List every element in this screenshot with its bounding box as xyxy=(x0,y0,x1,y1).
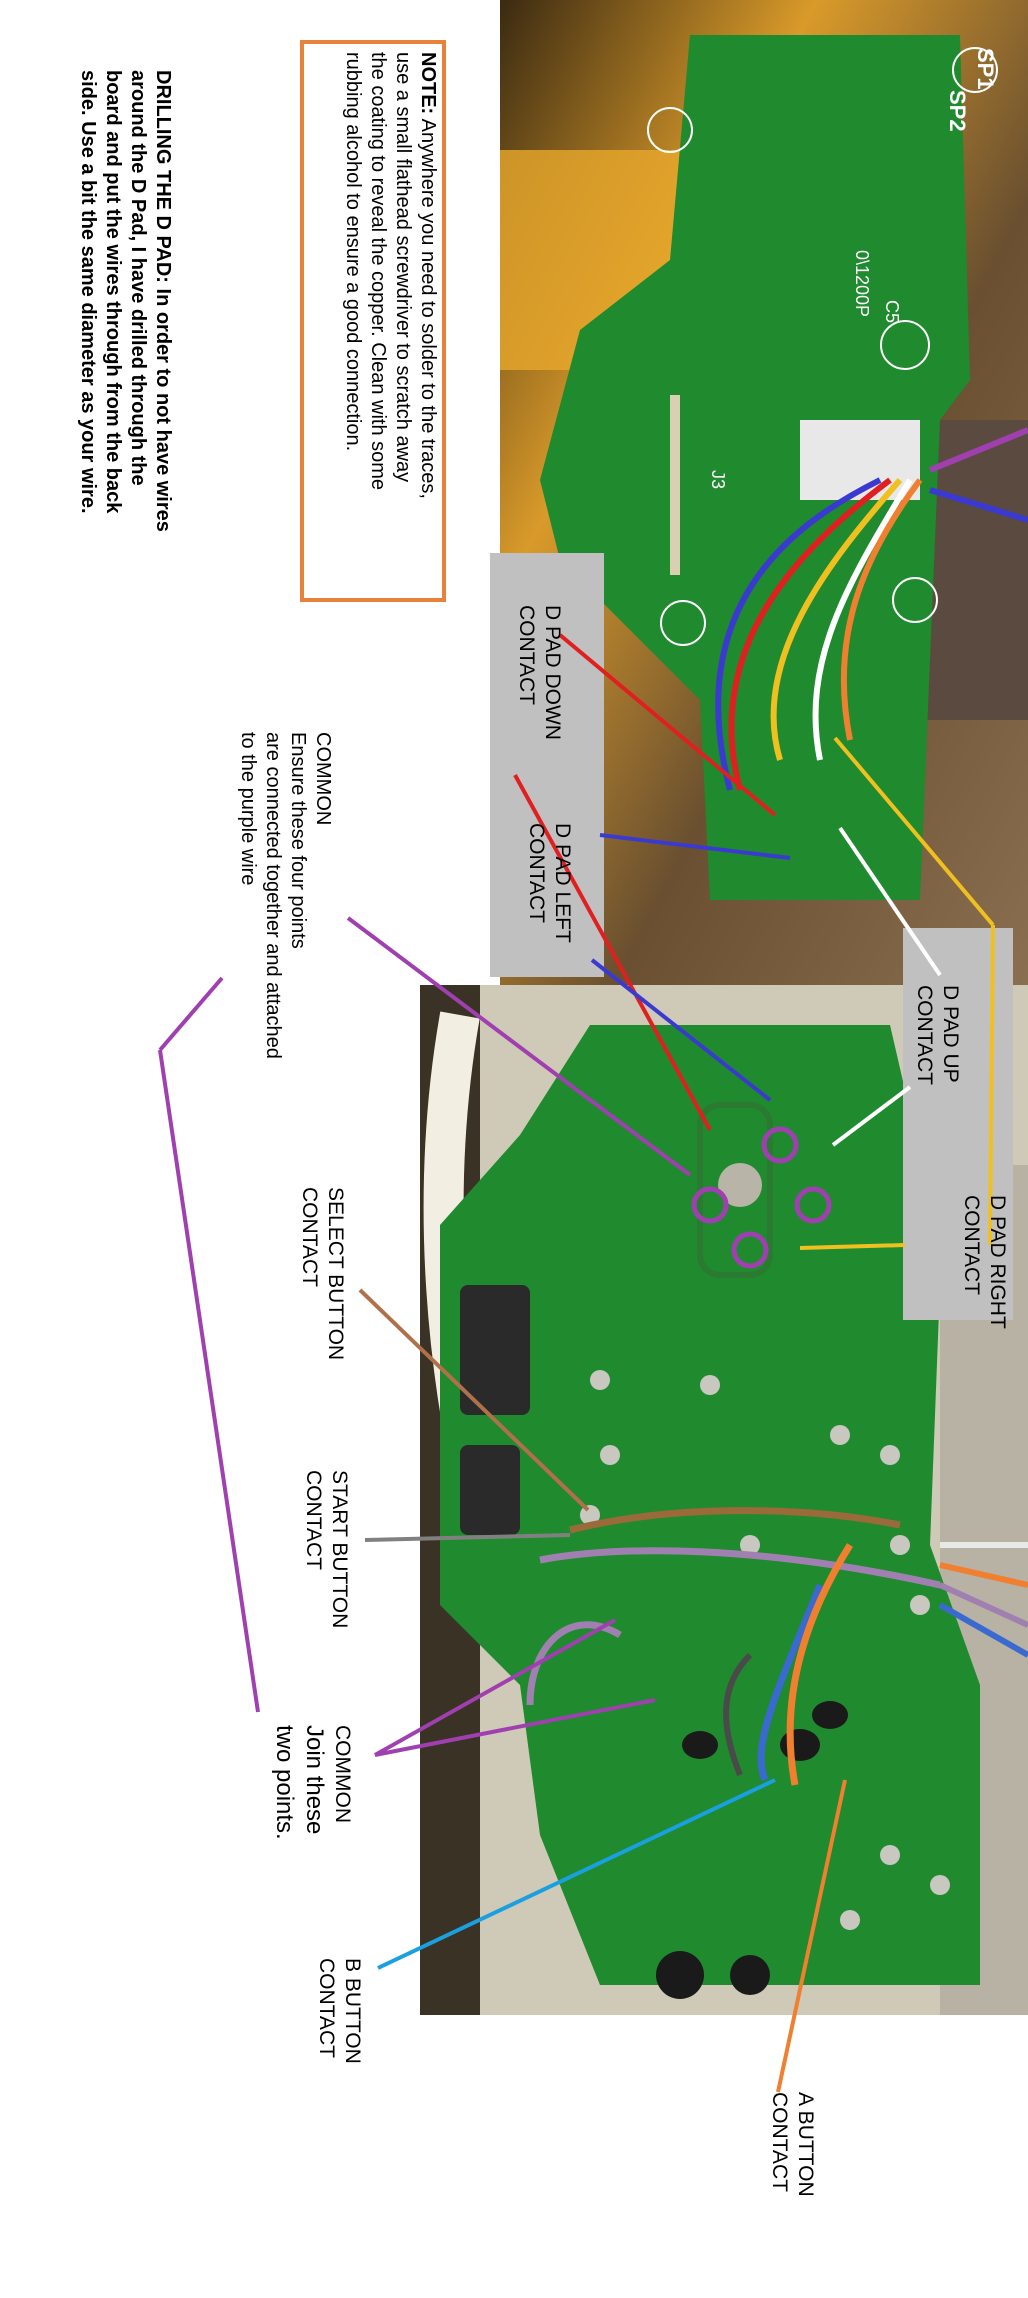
silkscreen-sp2: SP2 xyxy=(945,90,970,132)
label-select-button: SELECT BUTTON CONTACT xyxy=(297,1187,347,1361)
lower-board-illustration xyxy=(420,985,1028,2015)
note-lead: NOTE: xyxy=(417,52,439,115)
line-common-bottom-a xyxy=(374,1618,616,1757)
note-text: NOTE: Anywhere you need to solder to the… xyxy=(340,52,440,499)
common-dpad-title: COMMON xyxy=(312,732,334,826)
gray-panel-right-labels xyxy=(903,928,1013,1320)
line-common-bracket-top xyxy=(158,976,224,1052)
label-dpad-left: D PAD LEFT CONTACT xyxy=(524,823,574,943)
note-line-1: NOTE: Anywhere you need to solder to the… xyxy=(417,52,439,499)
line-dpad-right-lower xyxy=(799,1243,906,1250)
note-line-2: use a small flathead screwdriver to scra… xyxy=(392,52,414,483)
silkscreen-capacitor: 0\1200P xyxy=(852,250,872,317)
line-dpad-right-vertical xyxy=(988,924,995,1246)
line-dpad-up-lower xyxy=(831,1085,912,1147)
drilling-line-3: board and put the wires through from the… xyxy=(102,70,124,514)
line-dpad-down-lower xyxy=(513,774,712,1131)
line-common-bracket xyxy=(158,1049,260,1713)
label-dpad-down: D PAD DOWN CONTACT xyxy=(514,605,564,740)
silkscreen-j3: J3 xyxy=(708,470,728,489)
line-dpad-right xyxy=(833,736,995,927)
line-start xyxy=(364,1533,571,1542)
label-dpad-right: D PAD RIGHT CONTACT xyxy=(959,1195,1009,1329)
label-b-button: B BUTTON CONTACT xyxy=(314,1958,364,2064)
note-line-3: the coating to reveal the copper. Clean … xyxy=(367,52,389,491)
line-a-button xyxy=(776,1779,847,2093)
label-a-button: A BUTTON CONTACT xyxy=(767,2092,817,2197)
silkscreen-sp1: SP1 xyxy=(973,48,998,90)
common-join-title: COMMON xyxy=(331,1725,354,1823)
drilling-line-4: side. Use a bit the same diameter as you… xyxy=(77,70,99,514)
line-select xyxy=(358,1288,590,1512)
lower-pcb xyxy=(440,1025,980,1985)
drilling-line-2: around the D Pad, I have drilled through… xyxy=(127,70,149,486)
line-dpad-left xyxy=(599,833,791,860)
label-dpad-up: D PAD UP CONTACT xyxy=(912,985,962,1085)
silkscreen-c5: C5 xyxy=(882,300,902,323)
photo-lower-board xyxy=(420,985,1028,2015)
line-common-bottom-b xyxy=(374,1698,656,1757)
line-b-button xyxy=(377,1778,776,1970)
note-box xyxy=(300,40,446,602)
label-common-dpad: COMMON Ensure these four points are conn… xyxy=(237,732,334,1059)
line-dpad-up xyxy=(838,826,942,977)
drilling-text: DRILLING THE D PAD: In order to not have… xyxy=(75,70,175,532)
label-start-button: START BUTTON CONTACT xyxy=(301,1470,351,1629)
line-dpad-left-lower xyxy=(590,958,772,1102)
upper-pcb xyxy=(540,35,970,900)
line-common-dpad xyxy=(346,916,692,1177)
line-dpad-down xyxy=(558,633,777,817)
label-common-join: COMMON Join these two points. xyxy=(270,1725,354,1840)
drilling-line-1: DRILLING THE D PAD: In order to not have… xyxy=(152,70,174,532)
note-line-4: rubbing alcohol to ensure a good connect… xyxy=(342,52,364,452)
